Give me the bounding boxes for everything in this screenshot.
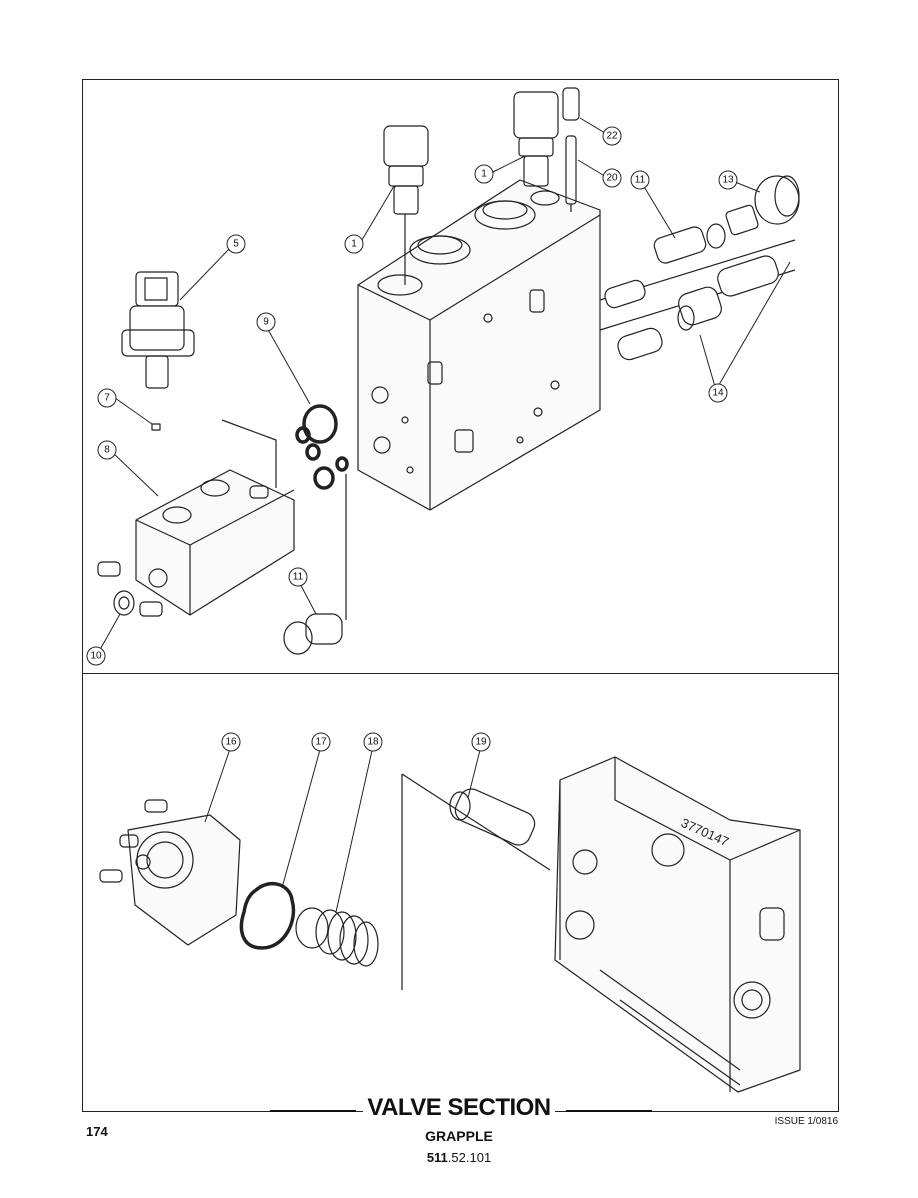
callout-7: 7 (104, 393, 110, 404)
spool-assembly (599, 175, 800, 361)
end-cover (99, 799, 241, 946)
title-wrap: VALVE SECTION (0, 1094, 918, 1122)
spring (295, 907, 379, 967)
issue-label: ISSUE 1/0816 (774, 1116, 838, 1127)
plug (113, 590, 135, 616)
pin-parts (562, 87, 580, 212)
title-rule-left (270, 1110, 356, 1112)
relief-cartridge-left (383, 125, 429, 285)
page-number: 174 (86, 1124, 108, 1139)
part-number-bold: 511 (426, 1150, 448, 1165)
figure-divider (82, 673, 839, 674)
callout-11-upper: 11 (635, 175, 646, 186)
page-title: VALVE SECTION (363, 1094, 555, 1122)
valve-block-lower (554, 756, 801, 1093)
callout-13: 13 (722, 175, 734, 186)
callout-17: 17 (315, 737, 327, 748)
valve-block-main (357, 179, 601, 511)
callout-circles-top (86, 126, 738, 666)
part-number: 511.52.101 (0, 1150, 918, 1165)
check-valve-lower (283, 474, 347, 655)
callout-circles-bottom (221, 732, 491, 752)
callout-1-left: 1 (351, 239, 357, 250)
callout-8: 8 (104, 445, 110, 456)
pilot-block (97, 419, 295, 617)
title-rule-right (566, 1110, 652, 1112)
frame-top-border-right (269, 79, 839, 80)
seal-ring (239, 881, 296, 950)
callout-19: 19 (475, 737, 487, 748)
callout-16: 16 (225, 737, 237, 748)
callout-18: 18 (367, 737, 379, 748)
spool-cartridge (401, 773, 551, 990)
relief-cartridge-right (513, 91, 559, 187)
callout-20: 20 (606, 173, 618, 184)
callout-9: 9 (263, 317, 269, 328)
small-pin (151, 423, 161, 431)
page-subtitle: GRAPPLE (425, 1128, 493, 1144)
callout-22: 22 (606, 131, 618, 142)
callout-1-right: 1 (481, 169, 487, 180)
callout-10: 10 (90, 651, 102, 662)
leader-lines-bottom (204, 745, 482, 913)
solenoid (121, 271, 195, 389)
callout-11-lower: 11 (293, 572, 304, 583)
frame-top-border-left (82, 79, 269, 80)
leader-lines-top (96, 117, 791, 656)
part-number-rest: .52.101 (447, 1150, 492, 1165)
callout-5: 5 (233, 239, 239, 250)
o-rings (295, 404, 349, 490)
callout-14: 14 (712, 388, 724, 399)
